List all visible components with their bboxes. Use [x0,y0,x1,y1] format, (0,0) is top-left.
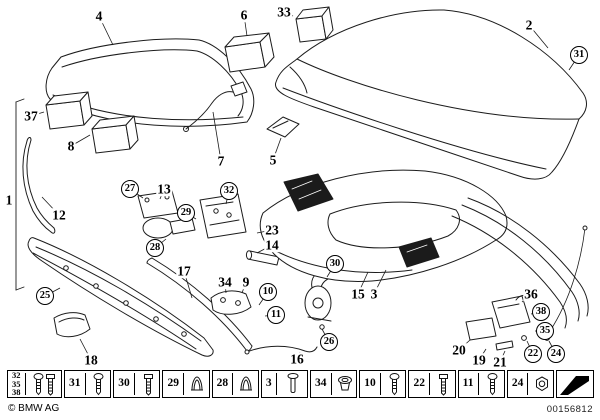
bracket-9 [210,290,252,315]
image-number: 00156812 [546,404,593,415]
legend-divider [477,373,479,395]
headliner-panel [45,38,255,127]
folding-top-frame [259,169,508,282]
legend-divider [330,373,332,395]
legend-divider [84,373,86,395]
clip-icon [190,374,204,394]
clip-icon [239,374,253,394]
legend-cell-24: 24 [506,370,555,398]
legend-number-32: 32 [12,370,21,381]
legend-cell-34: 34 [310,370,358,398]
legend-divider [527,373,529,395]
legend-number-22: 22 [413,377,425,390]
legend-number-3: 3 [265,377,272,390]
legend-cell-31: 31 [64,370,112,398]
legend-divider [182,373,184,395]
grommet-icon [337,375,353,393]
bolt-icon [438,373,449,396]
legend-cell-11: 11 [457,370,505,398]
diagonal-wedge-icon [560,376,589,395]
bolt-icon [45,373,56,396]
nut-icon [535,376,549,392]
screw-icon [93,372,104,396]
foam-pads-8-37 [45,91,139,154]
rivet-icon [287,373,299,395]
reference-line-1 [15,98,25,291]
legend-cell-29: 29 [162,370,210,398]
black-corner-marker [556,370,594,398]
legend-divider [428,373,430,395]
seal-strip-12 [22,137,56,234]
legend-number-29: 29 [167,377,179,390]
legend-divider [379,373,381,395]
legend-number-34: 34 [315,377,327,390]
trim-strip-17 [146,257,253,352]
screw-icon [389,372,400,396]
legend-divider [275,373,277,395]
corner-piece-18 [53,312,91,338]
legend-number-24: 24 [511,377,524,390]
legend-number-10: 10 [364,377,376,390]
legend-number-31: 31 [69,377,81,390]
screw-icon [33,372,44,396]
rod-16 [244,345,318,355]
legend-cell-28: 28 [211,370,259,398]
front-bow-panel [27,237,214,357]
bracket-5 [266,116,300,138]
lock-drive-cluster [137,190,247,239]
legend-cell-10: 10 [359,370,407,398]
legend-number-28: 28 [216,377,229,390]
legend-divider [232,373,234,395]
screw-icon [487,372,498,396]
legend-cell-3: 3 [260,370,309,398]
legend-number-11: 11 [462,377,474,390]
pin-14 [245,250,280,266]
legend-number-38: 38 [12,387,21,398]
bolt-icon [143,373,154,396]
legend-divider [133,373,135,395]
legend-divider [24,373,26,395]
legend-cell-22: 22 [408,370,456,398]
foam-pad-33 [295,6,334,43]
antenna-cable [183,81,248,132]
roof-cover [275,9,587,180]
legend-number-35: 35 [12,378,21,389]
legend-number-30: 30 [118,377,130,390]
legend-cell-30: 30 [113,370,161,398]
foam-pad-6 [224,32,275,73]
copyright: © BMW AG [8,403,60,414]
